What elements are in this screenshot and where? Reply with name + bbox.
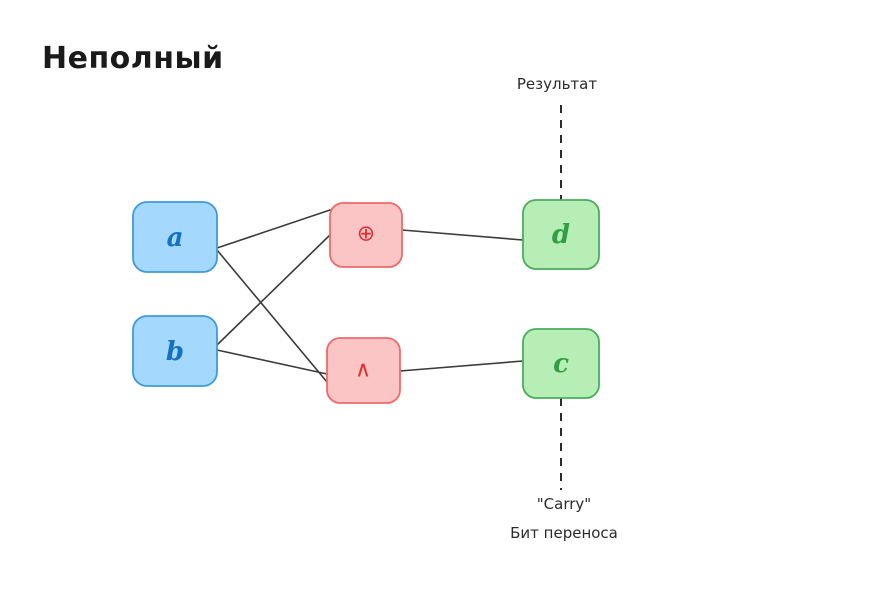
edge-xor-to-d [401,229,524,241]
node-and-gate[interactable]: ∧ [326,337,401,404]
and-operator-icon: ∧ [355,358,371,383]
edge-and-to-c [399,360,524,372]
node-b[interactable]: b [132,315,218,387]
node-xor-gate[interactable]: ⊕ [329,202,403,268]
node-d-shape[interactable] [522,199,600,270]
node-a[interactable]: a [132,201,218,273]
node-a-label: a [167,223,184,253]
node-c-label: c [553,349,569,379]
node-d[interactable]: d [522,199,600,270]
edge-a-to-and [216,249,328,383]
xor-operator-icon: ⊕ [357,222,375,247]
node-c[interactable]: c [522,328,600,399]
node-and-shape[interactable] [326,337,401,404]
edge-a-to-xor [216,209,331,249]
carry-label-russian: Бит переноса [510,524,618,542]
edge-b-to-and [216,349,328,375]
node-c-shape[interactable] [522,328,600,399]
node-b-label: b [166,337,184,367]
result-label: Результат [517,75,597,93]
carry-label-quoted: "Carry" [537,495,591,513]
node-xor-shape[interactable] [329,202,403,268]
node-b-shape[interactable] [132,315,218,387]
node-a-shape[interactable] [132,201,218,273]
edge-b-to-xor [216,232,333,346]
page-title: Неполный [42,41,224,76]
node-d-label: d [552,220,570,250]
